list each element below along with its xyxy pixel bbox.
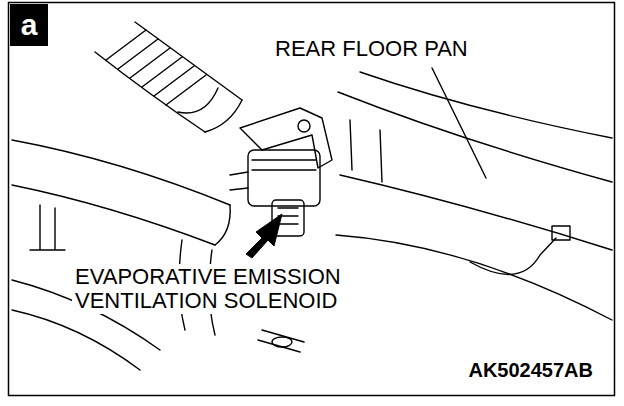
part-label: REAR FLOOR PAN [272, 36, 471, 62]
label-text: REAR FLOOR PAN [275, 36, 468, 61]
floor-pan-edge [360, 72, 612, 138]
solenoid-rib [252, 160, 316, 170]
floor-pan-edge [338, 92, 612, 182]
hose-collar [178, 88, 218, 113]
port [230, 172, 248, 190]
bolt [298, 120, 310, 132]
figure-letter: a [21, 10, 38, 40]
wire-connector [552, 226, 570, 240]
pointer-arrow [246, 214, 282, 258]
wire [470, 238, 556, 274]
clamp-head [272, 337, 292, 347]
figure-code: AK502457AB [465, 358, 596, 382]
part-label: EVAPORATIVE EMISSION VENTILATION SOLENOI… [72, 264, 398, 314]
tube-edge [12, 185, 215, 245]
label-text: AK502457AB [468, 359, 593, 381]
line-art [12, 22, 612, 370]
frame [9, 3, 615, 396]
leader-line [432, 68, 486, 178]
figure-letter-box: a [10, 4, 48, 46]
hose-edge [95, 52, 205, 132]
clamp [258, 330, 304, 352]
tube-end [215, 205, 230, 245]
tube-edge [12, 140, 230, 205]
tube-stub [30, 205, 65, 250]
hose-ring [106, 30, 206, 105]
floor-pan-rib [350, 120, 382, 182]
bracket [240, 108, 332, 168]
solenoid-body [248, 150, 320, 206]
crossmember [340, 175, 612, 250]
label-text: EVAPORATIVE EMISSION VENTILATION SOLENOI… [75, 264, 341, 313]
hose-end [205, 100, 242, 132]
